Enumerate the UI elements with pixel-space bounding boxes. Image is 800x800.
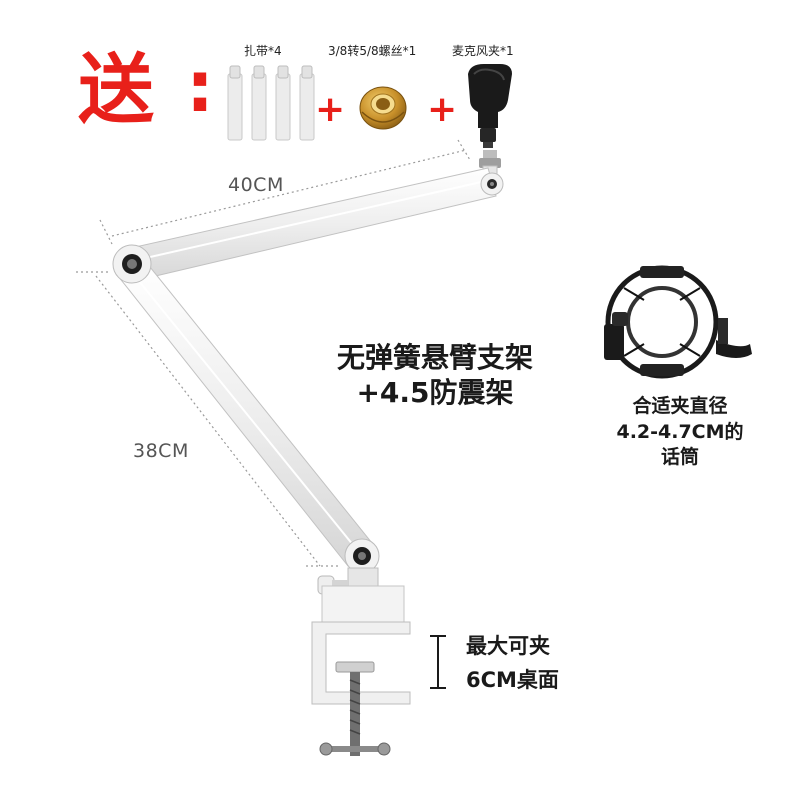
top-joint [480,172,504,196]
lower-arm-length: 38CM [133,440,189,462]
shock-mount-note: 合适夹直径 4.2-4.7CM的 话筒 [595,394,765,471]
base-joint [344,538,380,574]
mic-clip-icon [468,64,512,148]
shock-mount-note-line-2: 4.2-4.7CM的 [616,420,744,443]
shock-mount-icon [604,265,752,379]
product-title-line-1: 无弹簧悬臂支架 [336,341,533,374]
plus-sign-2: + [427,89,458,130]
clamp-note: 最大可夹 6CM桌面 [466,630,559,697]
lower-arm-dimension [76,271,340,567]
gift-mark: 送 [78,45,156,134]
product-title: 无弹簧悬臂支架 +4.5防震架 [290,340,580,410]
mic-clip-label: 麦克风夹*1 [452,44,514,58]
gift-colon: : [186,46,214,128]
screw-adapter-label: 3/8转5/8螺丝*1 [328,44,417,58]
clamp-note-line-1: 最大可夹 [466,634,550,658]
upper-arm-dimension [99,139,471,245]
elbow-joint [112,244,152,284]
plus-sign-1: + [315,89,346,130]
shock-mount-note-line-1: 合适夹直径 [632,395,728,417]
screw-adapter-icon [359,86,407,130]
upper-arm-length: 40CM [228,174,284,196]
shock-mount-note-line-3: 话筒 [660,446,699,469]
product-title-line-2: +4.5防震架 [356,376,514,409]
clamp-note-line-2: 6CM桌面 [466,667,559,692]
desk-clamp [311,585,411,756]
lower-arm [117,261,377,567]
upper-arm [121,167,497,283]
cable-tie-label: 扎带*4 [244,44,282,58]
clamp-height-bracket [430,635,446,689]
cable-tie-icon [227,65,315,141]
